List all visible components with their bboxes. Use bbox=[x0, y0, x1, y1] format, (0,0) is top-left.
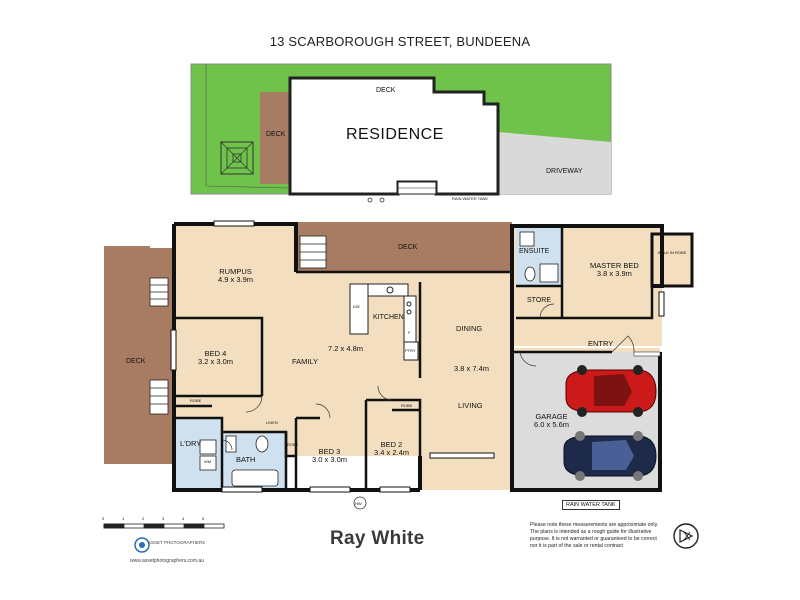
brand-logo: Ray White bbox=[330, 528, 425, 549]
site-residence-label: RESIDENCE bbox=[346, 126, 444, 143]
car-red-icon bbox=[565, 365, 657, 417]
room-entry: ENTRY bbox=[588, 339, 614, 348]
robe3-label: ROBE bbox=[287, 442, 299, 447]
room-rumpus: RUMPUS 4.9 x 3.9m bbox=[218, 268, 253, 284]
room-rumpus-name: RUMPUS bbox=[219, 267, 252, 276]
north-arrow-icon bbox=[673, 523, 699, 549]
room-laundry: L'DRY bbox=[180, 439, 202, 448]
hot-water-label: HW bbox=[355, 501, 362, 506]
scale-tick-4: 4 bbox=[182, 516, 185, 521]
linen-label: LINEN bbox=[266, 420, 278, 425]
photographer-logo-text: ASSET PHOTOGRAPHERS bbox=[148, 540, 206, 545]
room-master: MASTER BED 3.8 x 3.9m bbox=[590, 262, 639, 278]
scale-tick-2: 2 bbox=[142, 516, 145, 521]
living-dims: 3.8 x 7.4m bbox=[454, 364, 490, 373]
main-plan bbox=[104, 220, 694, 510]
room-bed2: BED 2 3.4 x 2.4m bbox=[374, 441, 409, 457]
deck-main-area bbox=[296, 222, 512, 272]
room-master-dims: 3.8 x 3.9m bbox=[596, 269, 632, 278]
scale-tick-0: 0 bbox=[102, 516, 105, 521]
room-bed2-dims: 3.4 x 2.4m bbox=[374, 448, 410, 457]
site-deck-side-label: DECK bbox=[266, 131, 286, 138]
room-bath: BATH bbox=[236, 455, 256, 464]
room-bed3-dims: 3.0 x 3.0m bbox=[312, 455, 348, 464]
family-dims: 7.2 x 4.8m bbox=[328, 344, 364, 353]
fridge-label: F bbox=[408, 330, 411, 335]
site-plan bbox=[190, 63, 612, 203]
room-family: FAMILY bbox=[292, 357, 319, 366]
site-deck-top-label: DECK bbox=[376, 87, 396, 94]
washing-machine-label: WM bbox=[204, 459, 212, 464]
room-dining: DINING bbox=[456, 324, 483, 333]
room-kitchen: KITCHEN bbox=[373, 314, 404, 321]
scale-tick-5: 5 bbox=[202, 516, 205, 521]
deck-left-label: DECK bbox=[126, 358, 146, 365]
rain-water-tank-label: RAIN WATER TANK bbox=[562, 500, 620, 510]
pantry-label: PTRY bbox=[405, 348, 416, 353]
robe2-label: ROBE bbox=[401, 403, 413, 408]
photographer-url[interactable]: www.assetphotographers.com.au bbox=[130, 558, 204, 564]
scale-tick-3: 3 bbox=[162, 516, 165, 521]
camera-aperture-icon bbox=[134, 537, 150, 553]
site-driveway bbox=[498, 132, 611, 194]
room-bed4: BED 4 3.2 x 3.0m bbox=[198, 350, 233, 366]
site-driveway-label: DRIVEWAY bbox=[546, 168, 583, 175]
scale-bar bbox=[103, 523, 225, 529]
scale-tick-1: 1 bbox=[122, 516, 125, 521]
room-rumpus-dims: 4.9 x 3.9m bbox=[218, 275, 254, 284]
room-garage-name: GARAGE bbox=[535, 412, 568, 421]
room-ensuite: ENSUITE bbox=[519, 248, 550, 255]
hot-water-marker bbox=[353, 496, 367, 510]
room-walk-in-robe: WALK IN ROBE bbox=[657, 250, 687, 255]
robe4-label: ROBE bbox=[190, 398, 202, 403]
car-blue-icon bbox=[563, 431, 657, 481]
deck-main-label: DECK bbox=[398, 244, 418, 251]
site-small-label: RAIN WATER TANK bbox=[452, 196, 489, 201]
room-bed3-name: BED 3 bbox=[318, 447, 341, 456]
room-bed4-dims: 3.2 x 3.0m bbox=[198, 357, 234, 366]
page-title: 13 SCARBOROUGH STREET, BUNDEENA bbox=[269, 34, 531, 49]
room-store: STORE bbox=[527, 297, 551, 304]
disclaimer-text: Please note these measurements are appro… bbox=[530, 522, 659, 549]
room-bed4-name: BED 4 bbox=[204, 349, 227, 358]
room-master-name: MASTER BED bbox=[590, 261, 639, 270]
room-garage-dims: 6.0 x 5.6m bbox=[534, 420, 570, 429]
room-bed3: BED 3 3.0 x 3.0m bbox=[312, 448, 347, 464]
room-garage: GARAGE 6.0 x 5.6m bbox=[534, 413, 569, 429]
room-living: LIVING bbox=[458, 401, 483, 410]
dishwasher-label: DW bbox=[353, 304, 360, 309]
room-bed2-name: BED 2 bbox=[380, 440, 403, 449]
